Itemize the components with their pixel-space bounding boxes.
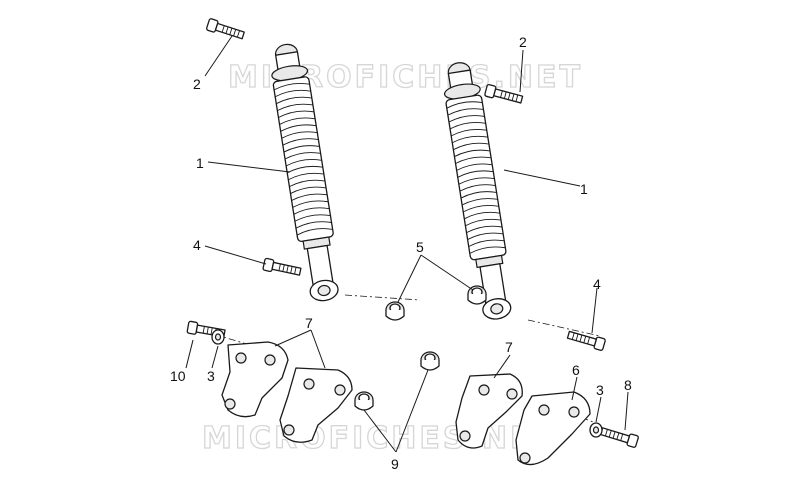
callout-4-right: 4: [593, 276, 601, 292]
washer-left: [211, 329, 225, 345]
right-shock-absorber: [443, 62, 512, 320]
callout-2-right: 2: [519, 34, 527, 50]
watermark-bottom: MICROFICHES.NET: [201, 420, 557, 456]
callout-8: 8: [624, 377, 632, 393]
left-shock-absorber: [271, 43, 339, 302]
leader-lines: [185, 35, 629, 453]
callout-2-left: 2: [193, 76, 201, 92]
svg-text:MICROFICHES.NET: MICROFICHES.NET: [202, 421, 557, 456]
callout-1-left: 1: [196, 155, 204, 171]
washer-right: [589, 422, 603, 438]
callout-10: 10: [170, 368, 186, 384]
bolt-middle-left: [262, 257, 303, 279]
bushing-lower-right: [420, 351, 440, 371]
callout-3-right: 3: [596, 382, 604, 398]
bracket-right: [455, 373, 523, 449]
bolt-middle-right: [566, 328, 607, 352]
callout-3-left: 3: [207, 368, 215, 384]
callout-6: 6: [572, 362, 580, 378]
bolt-top-left: [205, 17, 246, 42]
bushing-lower-left: [354, 391, 374, 411]
bracket-left-2: [279, 367, 353, 443]
bracket-item-6: [515, 391, 591, 466]
callout-7-left: 7: [305, 315, 313, 331]
callout-7-right: 7: [505, 339, 513, 355]
bracket-left-1: [221, 341, 289, 418]
callout-1-right: 1: [580, 181, 588, 197]
bushing-upper-left: [385, 301, 405, 321]
callout-4-left: 4: [193, 237, 201, 253]
callout-9: 9: [391, 456, 399, 472]
bolt-bottom-right: [599, 424, 640, 449]
callout-5: 5: [416, 239, 424, 255]
